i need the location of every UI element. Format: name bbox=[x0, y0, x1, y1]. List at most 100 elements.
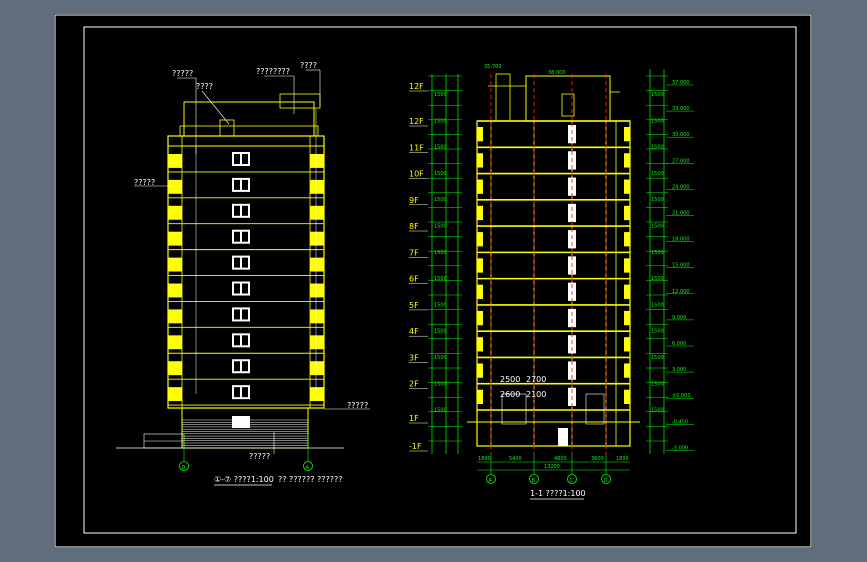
balcony-right bbox=[310, 231, 324, 246]
balcony-left bbox=[168, 309, 182, 324]
elevation-view: ????? ???? ???????? ???? ????? ????? ???… bbox=[116, 61, 370, 486]
dim-label: 1500 bbox=[651, 224, 664, 230]
roof-label: ???????? bbox=[256, 67, 290, 76]
balcony-section bbox=[624, 127, 630, 142]
dim-label: 1500 bbox=[434, 171, 447, 177]
elevation-label: -0.450 bbox=[672, 419, 688, 425]
balcony-section bbox=[477, 179, 483, 194]
inner-dim: 2700 bbox=[526, 375, 546, 384]
floor-label: 1F bbox=[409, 414, 419, 423]
basement-door bbox=[501, 393, 527, 425]
balcony-section bbox=[477, 127, 483, 142]
elevation-building bbox=[143, 93, 325, 449]
balcony-left bbox=[168, 231, 182, 246]
section-building bbox=[467, 73, 640, 454]
axis-bubble bbox=[567, 474, 577, 484]
balcony-right bbox=[310, 335, 324, 350]
window-pane bbox=[234, 231, 240, 242]
window-pane bbox=[234, 335, 240, 346]
top-level-left: 35.700 bbox=[484, 64, 502, 70]
roof-stair bbox=[495, 73, 511, 122]
balcony-right bbox=[310, 283, 324, 298]
floor-label: 4F bbox=[409, 327, 419, 336]
section-door bbox=[568, 203, 576, 223]
balcony-right bbox=[310, 179, 324, 194]
balcony-left bbox=[168, 257, 182, 272]
elevation-subtitle: ?? ?????? ?????? bbox=[278, 475, 343, 484]
dim-label: 1500 bbox=[434, 92, 447, 98]
cad-drawing: ????? ???? ???????? ???? ????? ????? ???… bbox=[54, 14, 812, 548]
bottom-dim: 1800 bbox=[616, 456, 629, 462]
floor-label: 9F bbox=[409, 196, 419, 205]
axis-label: C bbox=[570, 478, 574, 484]
balcony-right bbox=[310, 205, 324, 220]
roof-label: ????? bbox=[172, 69, 193, 78]
axis-label: A bbox=[306, 465, 310, 471]
dim-label: 1500 bbox=[651, 329, 664, 335]
window-pane bbox=[242, 205, 248, 216]
section-door bbox=[568, 308, 576, 328]
balcony-section bbox=[477, 232, 483, 247]
floor-label: 6F bbox=[409, 275, 419, 284]
dim-label: 1500 bbox=[434, 197, 447, 203]
dim-label: 1500 bbox=[651, 381, 664, 387]
window-pane bbox=[242, 387, 248, 398]
dim-label: 1500 bbox=[434, 408, 447, 414]
dim-label: 1500 bbox=[434, 145, 447, 151]
leader-line bbox=[201, 90, 230, 125]
balcony-left bbox=[168, 205, 182, 220]
window-pane bbox=[242, 309, 248, 320]
elevation-label: 3.000 bbox=[672, 367, 686, 373]
axis-bubble bbox=[179, 461, 189, 471]
dim-label: 1500 bbox=[434, 381, 447, 387]
balcony-right bbox=[310, 154, 324, 168]
base-label-bottom: ????? bbox=[249, 452, 270, 461]
balcony-left bbox=[168, 179, 182, 194]
dim-label: 1500 bbox=[651, 171, 664, 177]
bottom-dim: 1800 bbox=[478, 456, 491, 462]
axis-bubble bbox=[303, 461, 313, 471]
stair-window bbox=[558, 428, 568, 446]
window-pane bbox=[234, 179, 240, 190]
window-pane bbox=[234, 205, 240, 216]
balcony-section bbox=[624, 153, 630, 168]
roof-window bbox=[561, 93, 575, 117]
elevation-label: 9.000 bbox=[672, 315, 686, 321]
balcony-section bbox=[477, 205, 483, 221]
outer-frame bbox=[54, 14, 812, 548]
balcony-left bbox=[168, 154, 182, 168]
roof-stair-block bbox=[183, 101, 315, 137]
roof-room bbox=[525, 75, 611, 122]
dim-label: 1500 bbox=[651, 302, 664, 308]
floor-label: 7F bbox=[409, 248, 419, 257]
base-label-right: ????? bbox=[347, 401, 368, 410]
bottom-total: 13200 bbox=[544, 464, 560, 470]
window-pane bbox=[242, 361, 248, 372]
inner-dim: 2500 bbox=[500, 375, 520, 384]
axis-label: D bbox=[182, 465, 186, 471]
bottom-dim: 5400 bbox=[509, 456, 522, 462]
top-level-mid: 38.000 bbox=[548, 70, 566, 76]
balcony-left bbox=[168, 361, 182, 376]
balcony-section bbox=[624, 389, 630, 404]
balcony-section bbox=[477, 363, 483, 378]
bottom-dim: 3600 bbox=[591, 456, 604, 462]
section-door bbox=[568, 125, 576, 144]
dimension-chains: 1500 1500 1500 1500 1500 1500 1500 1500 1500 1500… bbox=[428, 69, 694, 454]
elevation-label: 21.000 bbox=[672, 211, 690, 217]
balcony-right bbox=[310, 257, 324, 272]
elevation-label: -3.000 bbox=[672, 445, 688, 451]
dim-label: 1500 bbox=[434, 118, 447, 124]
drawing-sheet: ????? ???? ???????? ???? ????? ????? ???… bbox=[54, 14, 812, 548]
floor-label: 5F bbox=[409, 301, 419, 310]
window-pane bbox=[242, 257, 248, 268]
axis-bubble bbox=[486, 474, 496, 484]
axis-label: B bbox=[532, 478, 536, 484]
elevation-label: ±0.000 bbox=[672, 393, 691, 399]
window-pane bbox=[234, 154, 240, 164]
window-pane bbox=[242, 179, 248, 190]
floor-label: 12F bbox=[409, 117, 424, 126]
dim-label: 1500 bbox=[434, 329, 447, 335]
elevation-label: 33.000 bbox=[672, 106, 690, 112]
balcony-section bbox=[477, 284, 483, 299]
